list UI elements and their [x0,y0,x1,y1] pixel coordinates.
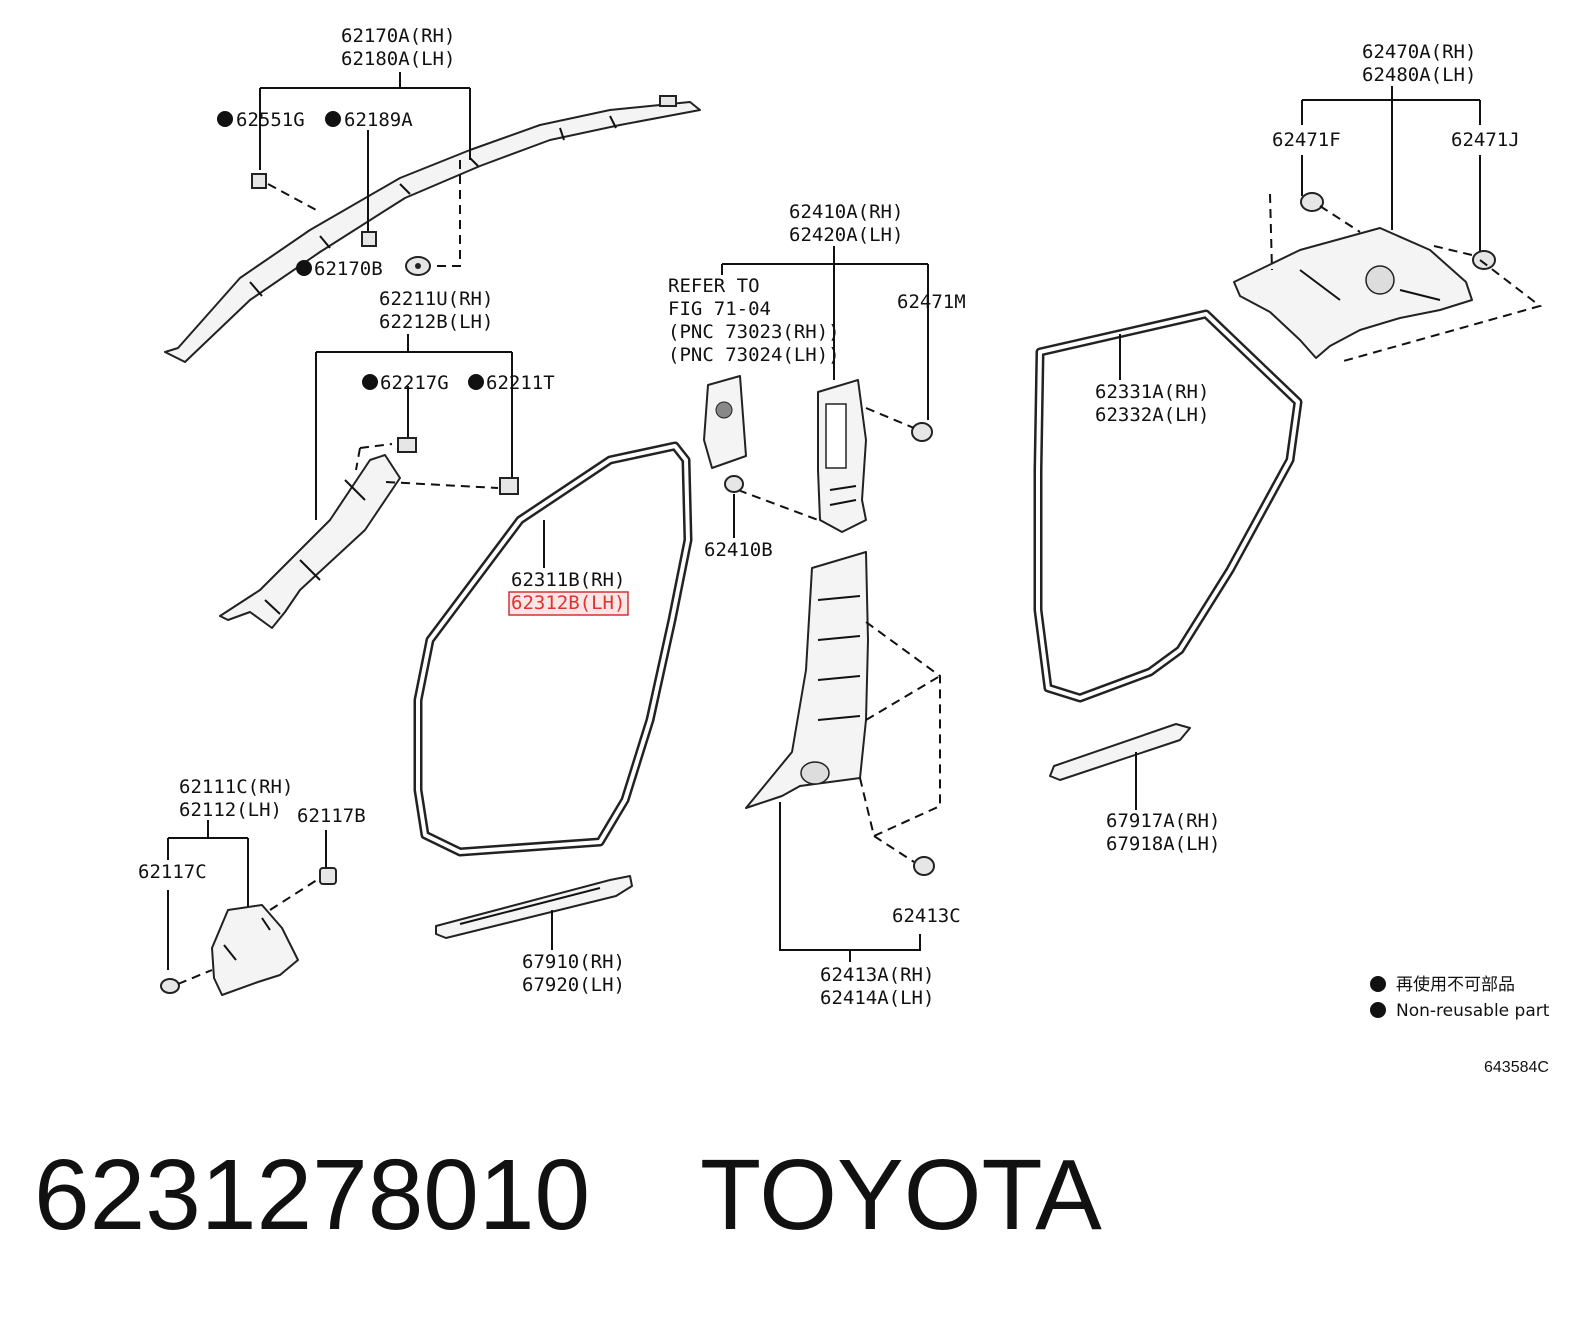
clip-62170b[interactable] [405,256,431,276]
rear-scuff-plate[interactable] [1049,723,1191,781]
clip-62211t[interactable] [499,477,519,495]
clip-62117b-label: 62117B [297,805,366,827]
clip-62471f[interactable] [1300,192,1324,212]
front-pillar-label-rh: 62211U(RH) [379,288,493,310]
clip-62217g[interactable] [397,437,417,453]
non-reusable-dot [468,374,484,390]
part-number: 6231278010 [34,1139,591,1251]
legend-dot [1370,1002,1386,1018]
clip-62189a-label: 62189A [344,109,413,131]
clip-62551g[interactable] [251,173,267,189]
clip-62117b[interactable] [319,867,337,885]
refer-line-1: REFER TO [668,275,760,297]
cowl-side-label-rh: 62111C(RH) [179,776,293,798]
clip-62211t-label: 62211T [486,372,555,394]
front-pillar-garnish[interactable] [219,454,401,629]
center-pillar-label-lh: 62420A(LH) [789,224,903,246]
diagram-code: 643584C [1484,1059,1549,1076]
clip-62217g-label: 62217G [380,372,449,394]
roof-side-inner-garnish[interactable] [1233,227,1473,359]
clip-62117c[interactable] [160,978,180,994]
rear-door-weatherstrip[interactable] [1033,309,1303,703]
upper-pillar-label-rh: 62170A(RH) [341,25,455,47]
clip-62413c[interactable] [913,856,935,876]
clip-62471m-label: 62471M [897,291,966,313]
non-reusable-dot [217,111,233,127]
rear-scuff-label-rh: 67917A(RH) [1106,810,1220,832]
non-reusable-dot [325,111,341,127]
front-weatherstrip-label-rh: 62311B(RH) [511,569,625,591]
refer-line-2: FIG 71-04 [668,298,771,320]
lower-center-label-lh: 62414A(LH) [820,987,934,1009]
clip-62413c-label: 62413C [892,905,961,927]
upper-pillar-garnish[interactable] [164,95,701,363]
roof-side-label-lh: 62480A(LH) [1362,64,1476,86]
front-door-weatherstrip[interactable] [413,441,693,857]
clip-62551g-label: 62551G [236,109,305,131]
rear-scuff-label-lh: 67918A(LH) [1106,833,1220,855]
legend-en: Non-reusable part [1396,1001,1550,1021]
clip-62471j[interactable] [1472,250,1496,270]
clip-62471m[interactable] [911,422,933,442]
rear-weatherstrip-label-rh: 62331A(RH) [1095,381,1209,403]
lower-center-label-rh: 62413A(RH) [820,964,934,986]
footer: 6231278010 TOYOTA [34,1135,1102,1255]
cowl-side-trim[interactable] [211,904,299,996]
center-pillar-label-rh: 62410A(RH) [789,201,903,223]
seat-belt-anchor-cover[interactable] [703,375,747,469]
front-scuff-label-rh: 67910(RH) [522,951,625,973]
center-pillar-lower-garnish[interactable] [745,551,869,809]
cowl-side-label-lh: 62112(LH) [179,799,282,821]
upper-pillar-label-lh: 62180A(LH) [341,48,455,70]
refer-line-4: (PNC 73024(LH)) [668,344,840,366]
refer-line-3: (PNC 73023(RH)) [668,321,840,343]
legend-dot [1370,976,1386,992]
clip-62471j-label: 62471J [1451,129,1520,151]
clip-62410b-label: 62410B [704,539,773,561]
front-scuff-plate[interactable] [435,875,633,939]
clip-62410b[interactable] [724,475,744,493]
clip-62471f-label: 62471F [1272,129,1341,151]
roof-side-label-rh: 62470A(RH) [1362,41,1476,63]
legend-jp: 再使用不可部品 [1396,974,1515,995]
highlight-box [508,591,629,616]
clip-62117c-label: 62117C [138,861,207,883]
clip-62189a[interactable] [361,231,377,247]
brand-name: TOYOTA [699,1139,1102,1251]
front-weatherstrip-label-lh[interactable]: 62312B(LH) [511,592,625,614]
non-reusable-dot [296,260,312,276]
front-scuff-label-lh: 67920(LH) [522,974,625,996]
rear-weatherstrip-label-lh: 62332A(LH) [1095,404,1209,426]
non-reusable-dot [362,374,378,390]
clip-62170b-label: 62170B [314,258,383,280]
center-pillar-upper-garnish[interactable] [817,379,867,533]
front-pillar-label-lh: 62212B(LH) [379,311,493,333]
